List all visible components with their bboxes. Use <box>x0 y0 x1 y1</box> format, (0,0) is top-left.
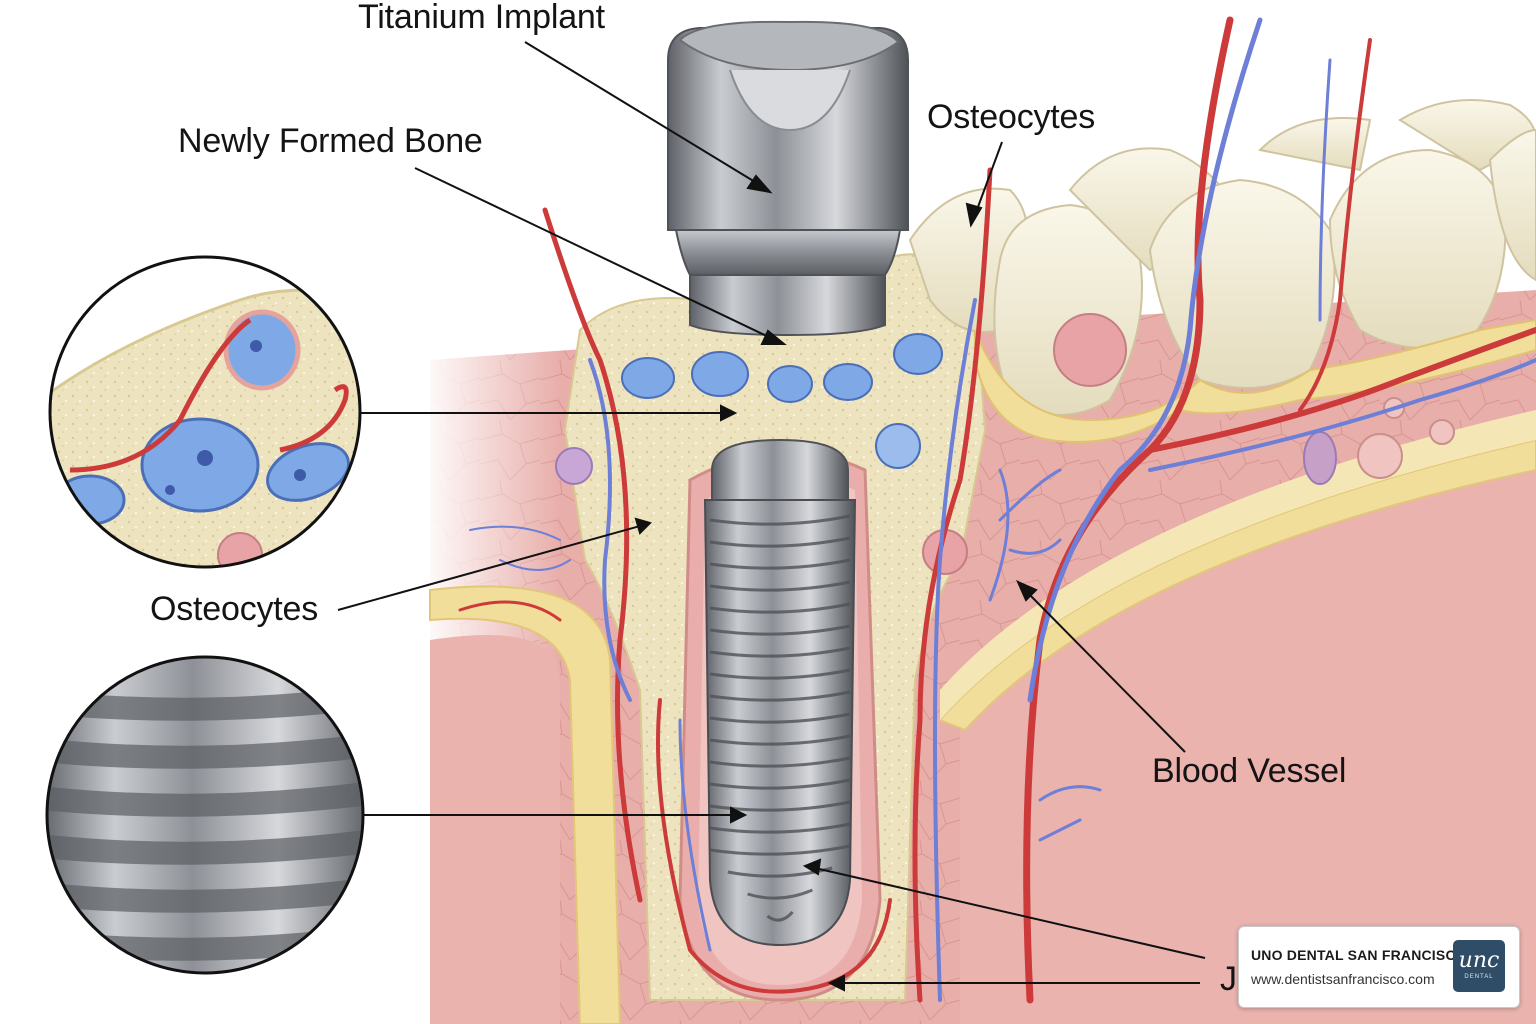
clinic-logo: unc DENTAL <box>1453 940 1505 992</box>
logo-monogram: unc <box>1458 948 1500 973</box>
screw-thread <box>709 646 851 658</box>
bone-layer-right <box>938 438 1536 732</box>
bone-layer-left <box>429 585 622 1024</box>
screw-thread <box>727 866 833 878</box>
jaw-bone-right <box>960 470 1536 1024</box>
screw-thread <box>709 624 851 636</box>
gum-line-bone <box>974 318 1536 443</box>
label-osteocytes-top: Osteocytes <box>927 98 1096 136</box>
screw-thread <box>709 690 851 702</box>
bone-layer-right-2 <box>940 410 1536 720</box>
label-osteocytes-left: Osteocytes <box>150 590 319 628</box>
screw-thread <box>709 558 851 570</box>
magnified-thread <box>47 780 363 817</box>
screw-thread <box>709 778 851 790</box>
jaw-bone-left <box>430 635 560 1024</box>
clinic-name: UNO DENTAL SAN FRANCISCO <box>1251 947 1467 963</box>
label-titanium-implant: Titanium Implant <box>358 0 605 36</box>
clinic-url[interactable]: www.dentistsanfrancisco.com <box>1251 971 1435 987</box>
magnified-thread <box>47 972 363 973</box>
screw-thread <box>709 602 851 614</box>
screw-thread <box>709 822 851 834</box>
screw-thread <box>766 910 794 922</box>
screw-thread <box>747 888 813 900</box>
screw-thread <box>709 844 851 856</box>
screw-thread <box>709 734 851 746</box>
screw-thread <box>709 756 851 768</box>
screw-thread <box>709 712 851 724</box>
label-newly-formed-bone: Newly Formed Bone <box>178 122 483 160</box>
screw-thread <box>709 580 851 592</box>
magnified-thread <box>47 828 363 865</box>
natural-teeth <box>908 99 1536 416</box>
screw-thread <box>709 514 851 526</box>
leader-lines <box>337 41 1206 992</box>
blood-vessels <box>458 16 1536 1004</box>
logo-subtext: DENTAL <box>1464 974 1494 980</box>
screw-thread <box>709 800 851 812</box>
implant-screw <box>703 438 857 947</box>
magnified-thread <box>47 876 363 913</box>
label-truncated: J <box>1220 960 1237 998</box>
magnified-thread <box>47 684 363 721</box>
magnified-thread <box>47 732 363 769</box>
magnified-view-cells <box>48 255 362 569</box>
implant-abutment <box>667 20 909 337</box>
label-blood-vessel: Blood Vessel <box>1152 752 1347 790</box>
magnified-view-threads <box>45 655 365 975</box>
screw-thread <box>709 536 851 548</box>
clinic-badge[interactable]: UNO DENTAL SAN FRANCISCO www.dentistsanf… <box>1238 926 1520 1008</box>
screw-thread <box>709 668 851 680</box>
bone-cells <box>555 313 1455 575</box>
